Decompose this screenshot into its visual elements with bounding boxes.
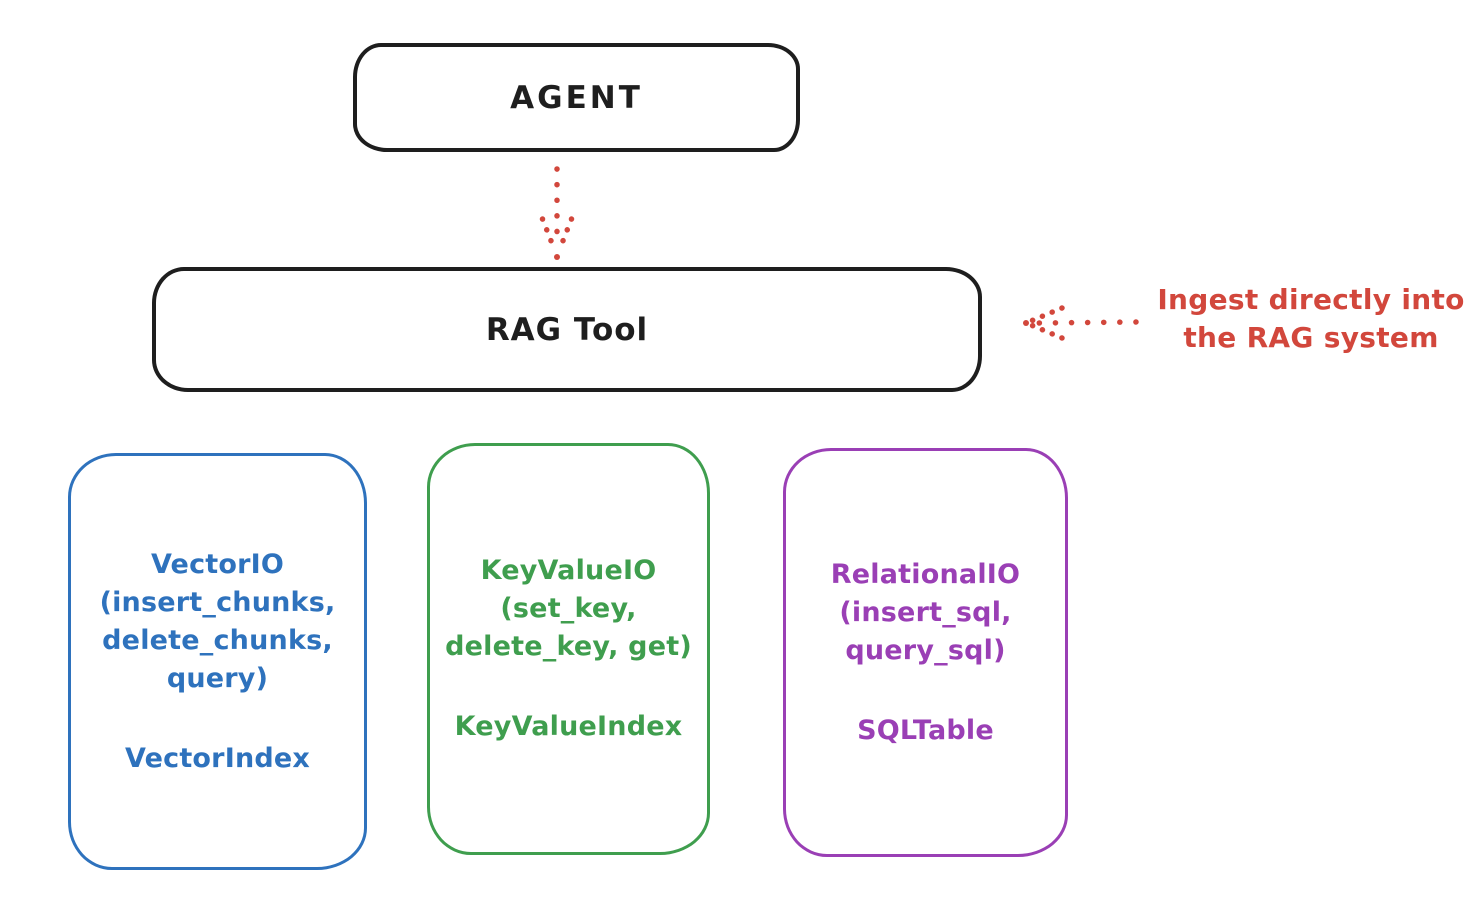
arrowhead-bottom (1028, 322, 1065, 341)
rag-tool-box: RAG Tool (152, 267, 982, 392)
agent-to-rag-arrow (539, 166, 575, 261)
store-box-vector-io: VectorIO (insert_chunks, delete_chunks, … (68, 453, 367, 870)
store-box-relational-io: RelationalIO (insert_sql, query_sql) SQL… (783, 448, 1068, 857)
arrowhead-top (1028, 305, 1065, 324)
store-index-label: KeyValueIndex (454, 711, 683, 742)
ingest-annotation-text: Ingest directly into the RAG system (1157, 283, 1465, 354)
rag-tool-label: RAG Tool (485, 311, 649, 348)
store-index-label: VectorIndex (124, 742, 311, 774)
arrowhead-left (539, 216, 558, 254)
store-index-label: SQLTable (857, 714, 994, 746)
store-interface-label: RelationalIO (insert_sql, query_sql) (830, 558, 1021, 666)
dotted-line (1035, 319, 1139, 326)
agent-label: AGENT (510, 79, 643, 116)
agent-box: AGENT (353, 43, 800, 152)
store-interface-label: KeyValueIO (set_key, delete_key, get) (445, 555, 692, 662)
arrowhead-right (556, 216, 575, 254)
store-box-keyvalue-io: KeyValueIO (set_key, delete_key, get) Ke… (427, 443, 710, 855)
ingest-to-rag-arrow (1023, 305, 1139, 341)
store-interface-label: VectorIO (insert_chunks, delete_chunks, … (99, 548, 336, 694)
